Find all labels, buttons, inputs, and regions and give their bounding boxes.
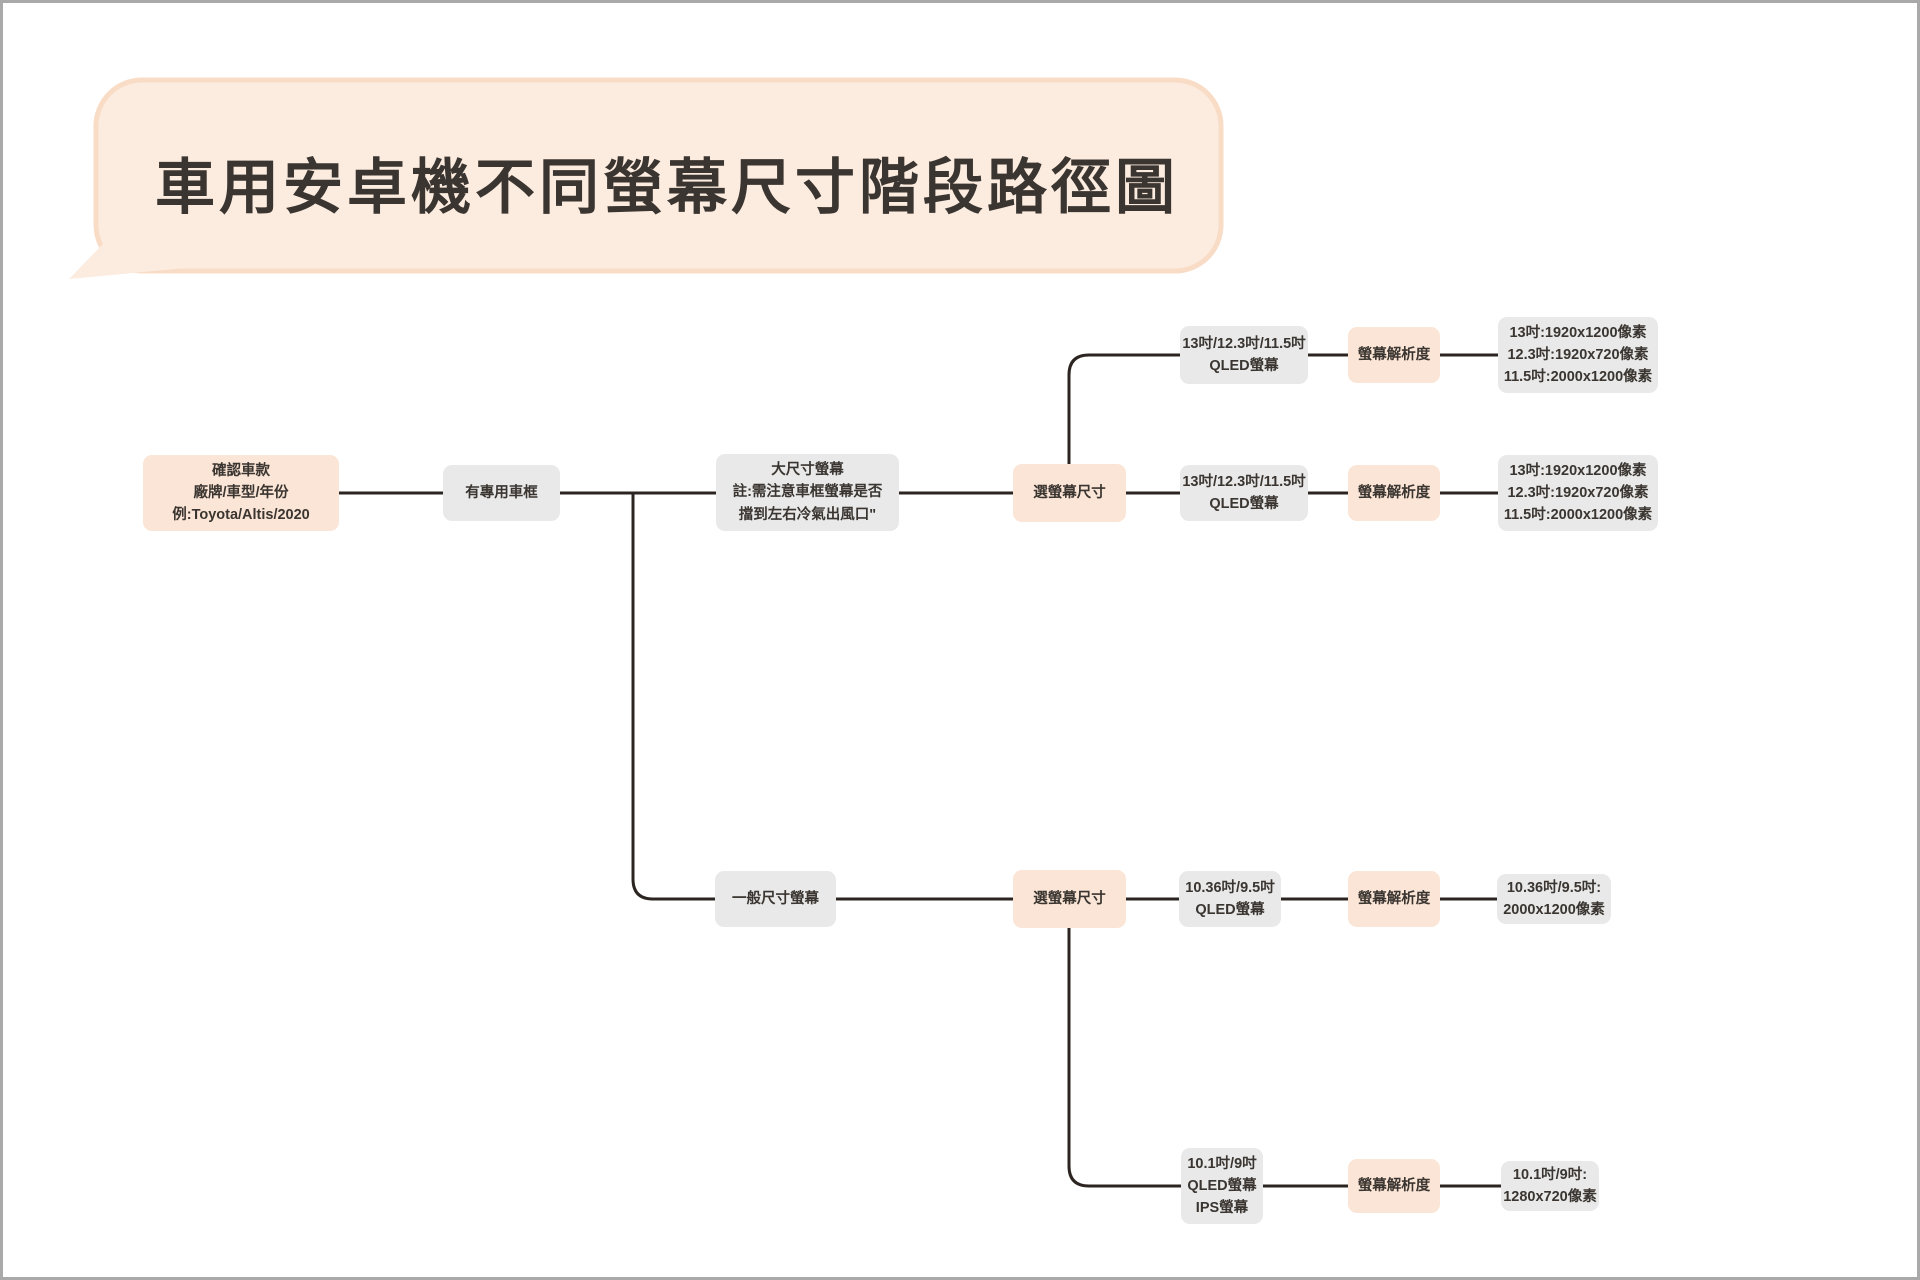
- connector: [631, 493, 715, 901]
- diagram-graphics: [69, 77, 1501, 1188]
- node-resolution-label-row4: 螢幕解析度: [1348, 1159, 1440, 1213]
- node-large-screen: 大尺寸螢幕 註:需注意車框螢幕是否 擋到左右冷氣出風口": [716, 454, 899, 531]
- title-bubble-body: [93, 77, 1224, 274]
- node-choose-screen-size-top: 選螢幕尺寸: [1013, 464, 1126, 522]
- node-resolution-label-row3: 螢幕解析度: [1348, 871, 1440, 927]
- connector: [1067, 353, 1180, 464]
- node-resolution-values-1036: 10.36吋/9.5吋: 2000x1200像素: [1497, 874, 1611, 924]
- title-bubble: [69, 77, 1224, 279]
- connector: [1067, 928, 1181, 1188]
- node-qled-13-mid: 13吋/12.3吋/11.5吋 QLED螢幕: [1180, 465, 1308, 521]
- node-resolution-values-mid: 13吋:1920x1200像素 12.3吋:1920x720像素 11.5吋:2…: [1498, 455, 1658, 531]
- node-resolution-values-top: 13吋:1920x1200像素 12.3吋:1920x720像素 11.5吋:2…: [1498, 317, 1658, 393]
- node-confirm-car: 確認車款 廠牌/車型/年份 例:Toyota/Altis/2020: [143, 455, 339, 531]
- node-resolution-label-top: 螢幕解析度: [1348, 327, 1440, 383]
- node-has-dedicated-frame: 有專用車框: [443, 465, 560, 521]
- node-resolution-values-101: 10.1吋/9吋: 1280x720像素: [1501, 1161, 1599, 1211]
- node-choose-screen-size-bottom: 選螢幕尺寸: [1013, 870, 1126, 928]
- diagram-title: 車用安卓機不同螢幕尺寸階段路徑圖: [155, 154, 1179, 221]
- node-normal-screen: 一般尺寸螢幕: [715, 871, 836, 927]
- node-qled-13-top: 13吋/12.3吋/11.5吋 QLED螢幕: [1180, 326, 1308, 384]
- title-bubble-tail: [69, 215, 218, 279]
- node-qled-1036: 10.36吋/9.5吋 QLED螢幕: [1179, 871, 1281, 927]
- node-qled-101: 10.1吋/9吋 QLED螢幕 IPS螢幕: [1181, 1148, 1263, 1224]
- node-resolution-label-mid: 螢幕解析度: [1348, 465, 1440, 521]
- connectors: [339, 353, 1501, 1188]
